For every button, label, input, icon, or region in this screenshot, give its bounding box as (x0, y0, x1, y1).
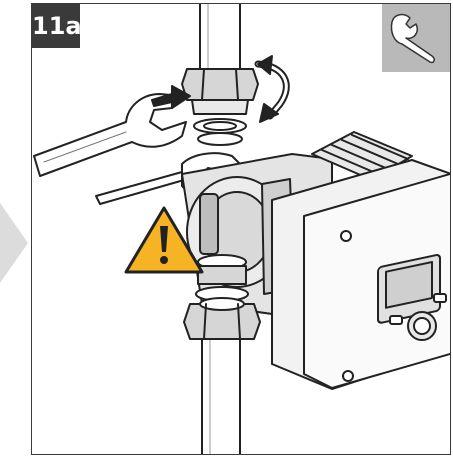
pump-installation-illustration (33, 4, 450, 454)
step-number-badge: 11a (32, 4, 82, 48)
upper-pipe (199, 4, 241, 70)
upper-wrench (33, 93, 187, 177)
push-arrow (151, 85, 191, 109)
lower-union (183, 254, 261, 340)
upper-gasket (193, 118, 247, 146)
wrench-icon (390, 13, 435, 64)
tool-indicator (382, 4, 450, 72)
warning-triangle-icon (124, 206, 204, 274)
rotation-arrow (254, 55, 290, 123)
lower-pipe (201, 333, 241, 454)
upper-union-nut (181, 68, 259, 115)
step-illustration-frame: 11a (31, 3, 451, 455)
next-arrow-icon (0, 203, 28, 283)
control-box (271, 159, 450, 390)
